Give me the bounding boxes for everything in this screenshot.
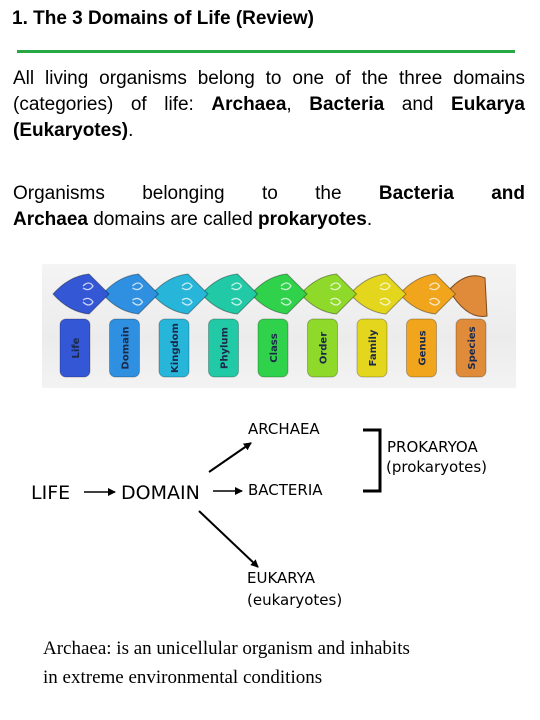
separator: and — [384, 94, 452, 115]
funnel-family — [349, 273, 407, 315]
archaea-note-line2: in extreme environmental conditions — [43, 667, 323, 688]
funnel-class — [250, 273, 308, 315]
bacteria-and-term: Bacteria and — [378, 183, 525, 204]
intro-paragraph: All living organisms belong to one of th… — [13, 66, 525, 144]
life-label: LIFE — [31, 482, 71, 504]
period: . — [128, 120, 134, 141]
funnel-phylum — [200, 273, 259, 315]
prokaryoa-label: PROKARYOA — [387, 438, 478, 456]
separator: , — [286, 94, 310, 115]
bacteria-term: Bacteria — [309, 94, 385, 115]
rank-label-domain: Domain — [121, 327, 132, 370]
rank-label-order: Order — [319, 332, 330, 364]
prokaryote-text-mid: domains are called — [88, 209, 259, 230]
rank-box-life: Life — [59, 318, 91, 378]
rank-label-life: Life — [71, 337, 82, 358]
taxonomy-rank-graphic: Life Domain Kingdom Phylum Class Order Family G… — [42, 264, 516, 388]
rank-box-species: Species — [455, 318, 487, 378]
rank-label-species: Species — [467, 326, 478, 369]
funnel-domain — [101, 273, 160, 315]
eukarya-term: Eukarya (Eukaryotes) — [13, 94, 525, 141]
title-underline — [17, 50, 515, 53]
archaea-label: ARCHAEA — [248, 420, 320, 438]
rank-box-domain: Domain — [109, 318, 140, 378]
funnel-species — [448, 275, 488, 317]
period: . — [366, 209, 373, 230]
prokaryote-bracket — [363, 428, 382, 493]
rank-box-phylum: Phylum — [208, 318, 239, 378]
domain-label: DOMAIN — [121, 482, 200, 504]
eukaryotes-label: (eukaryotes) — [247, 591, 343, 609]
rank-box-genus: Genus — [406, 318, 437, 378]
eukarya-label: EUKARYA — [247, 569, 316, 587]
funnel-genus — [398, 273, 457, 315]
funnel-order — [299, 273, 358, 315]
rank-box-order: Order — [307, 318, 338, 378]
page-title: 1. The 3 Domains of Life (Review) — [12, 8, 314, 29]
funnel-life — [52, 273, 110, 315]
rank-label-phylum: Phylum — [220, 327, 231, 369]
rank-box-class: Class — [257, 318, 289, 378]
prokaryote-text: Organisms belonging to the — [13, 183, 379, 204]
rank-box-family: Family — [356, 318, 388, 378]
taxonomy-funnel-graphic: Life Domain Kingdom Phylum Class Order Family G… — [52, 273, 488, 378]
archaea-note-line1: Archaea: is an unicellular organism and … — [43, 638, 410, 659]
archaea-term-2: Archaea — [13, 209, 88, 230]
rank-label-family: Family — [368, 329, 379, 366]
rank-label-class: Class — [269, 333, 280, 362]
prokaryotes-label: (prokaryotes) — [386, 458, 488, 476]
archaea-term: Archaea — [211, 94, 287, 115]
prokaryotes-term: prokaryotes — [258, 209, 367, 230]
rank-box-kingdom: Kingdom — [158, 318, 190, 378]
rank-label-kingdom: Kingdom — [170, 323, 181, 373]
domain-to-eukarya-arrow — [198, 510, 259, 568]
intro-text: All living organisms belong to one of th… — [13, 68, 525, 115]
rank-label-genus: Genus — [418, 330, 429, 365]
funnel-kingdom — [151, 273, 209, 315]
bacteria-label: BACTERIA — [248, 481, 323, 499]
domain-to-archaea-arrow — [208, 442, 252, 473]
